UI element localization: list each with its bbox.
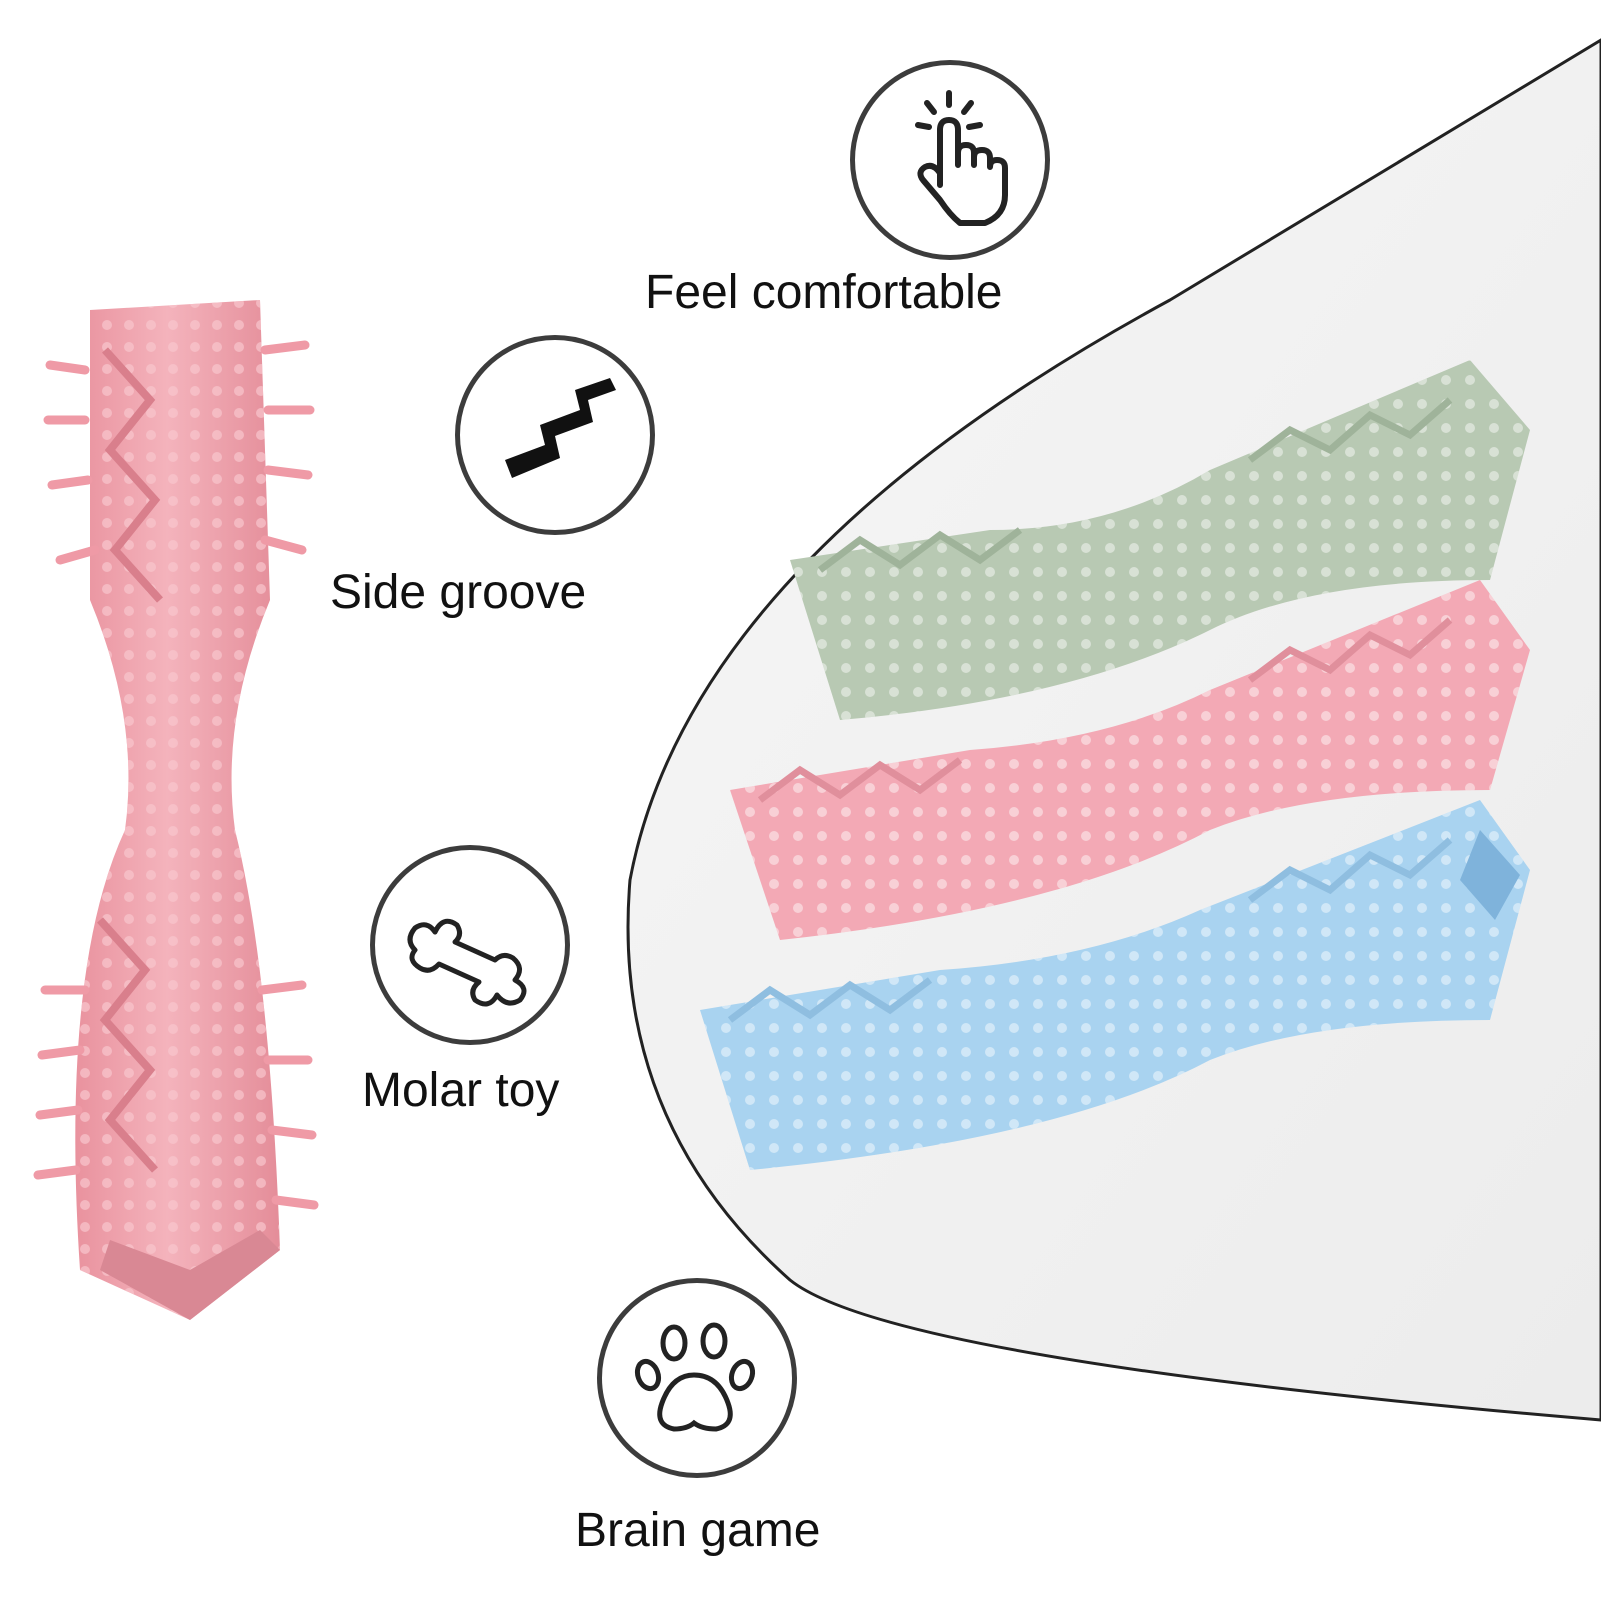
pink-chew-stick-photo — [33, 300, 319, 1320]
bone-icon — [407, 918, 527, 1007]
three-chew-sticks-photo — [700, 360, 1530, 1170]
feel-comfortable-icon-ring — [850, 60, 1050, 260]
green-chew-stick — [790, 360, 1530, 720]
side-groove-label: Side groove — [330, 566, 587, 619]
brain-game-icon-ring — [597, 1278, 797, 1478]
feel-comfortable-label: Feel comfortable — [645, 266, 1003, 319]
zigzag-icon — [505, 378, 616, 478]
paw-print-icon — [634, 1322, 756, 1432]
molar-toy-icon-ring — [370, 845, 570, 1045]
blue-chew-stick — [700, 800, 1530, 1170]
molar-toy-label: Molar toy — [362, 1064, 560, 1117]
brain-game-label: Brain game — [575, 1504, 821, 1557]
pink-chew-stick — [730, 580, 1530, 940]
pointing-hand-icon — [915, 90, 1008, 226]
side-groove-icon-ring — [455, 335, 655, 535]
